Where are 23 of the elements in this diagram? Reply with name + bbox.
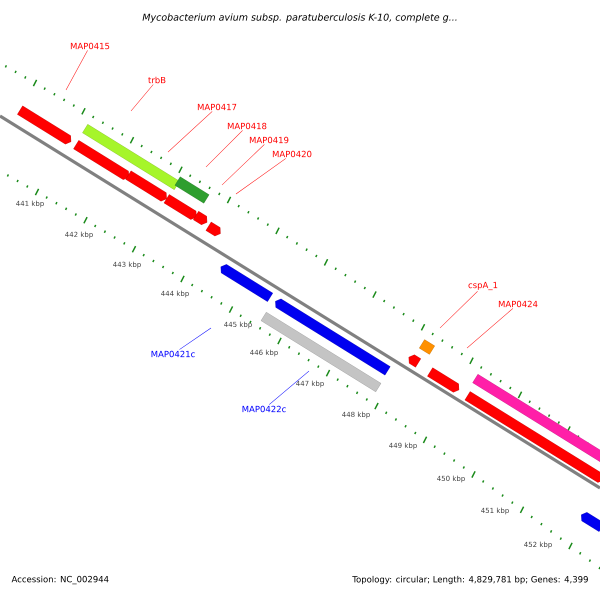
leader-line — [222, 144, 265, 186]
leader-line — [466, 308, 514, 348]
leader-line — [236, 158, 286, 194]
leader-line — [179, 328, 212, 350]
gene-label: MAP0415 — [70, 42, 110, 50]
footer-text: Accession: NC_002944 — [12, 576, 109, 584]
gene-label: MAP0420 — [272, 150, 312, 158]
leader-line — [130, 84, 154, 112]
gene-label: MAP0422c — [242, 406, 286, 412]
gene-label: MAP0421c — [152, 350, 195, 358]
gene-label: MAP0424 — [498, 300, 538, 308]
leader-line — [168, 111, 212, 152]
leader-line — [206, 130, 243, 168]
gene-label: cspA_1 — [468, 282, 498, 290]
leader-line — [440, 291, 478, 328]
title: Mycobacterium avium subsp. paratuberculosis K-10, complete g... — [142, 13, 456, 23]
gene-label: trbB — [148, 76, 166, 84]
gene-label: MAP0417 — [198, 104, 236, 110]
gene-label: MAP0419 — [250, 136, 288, 144]
leader-line — [66, 50, 88, 90]
gene-label: MAP0418 — [228, 122, 266, 130]
leader-line — [268, 370, 310, 405]
footer-text: Topology: circular; Length: 4,829,781 bp; Genes: 4,399 — [352, 576, 588, 584]
